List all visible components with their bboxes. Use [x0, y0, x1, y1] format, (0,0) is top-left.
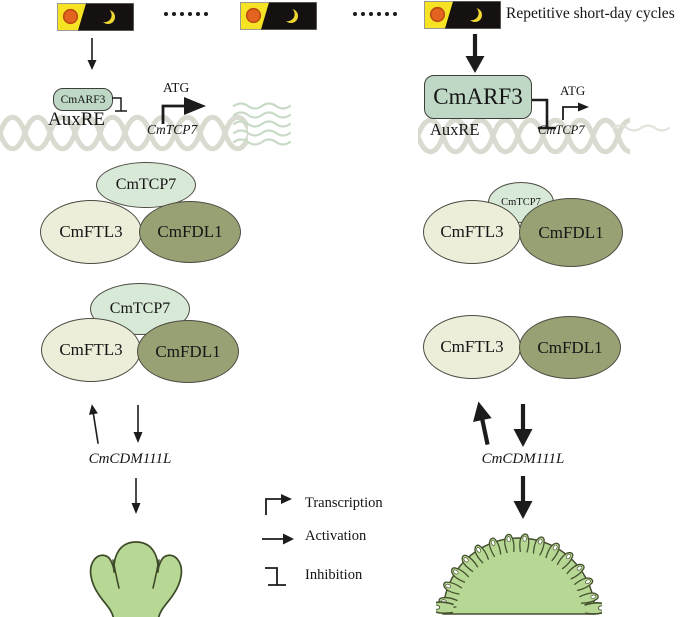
legend-transcription-icon	[265, 494, 292, 515]
day-night-cycle-icon	[57, 3, 134, 31]
cmarf3-chip-label: CmARF3	[60, 93, 106, 106]
cmftl3-protein-label: CmFTL3	[59, 340, 123, 359]
atg-label: ATG	[163, 80, 190, 95]
arrow-down-icon	[87, 38, 97, 70]
auxre-label: AuxRE	[48, 109, 105, 130]
cmftl3-protein-label: CmFTL3	[59, 222, 123, 241]
complex-ellipse-cmftl3: CmFTL3	[423, 200, 521, 264]
transcription-arrow-icon	[161, 97, 206, 124]
cmtcp7-protein-label: CmTCP7	[109, 300, 171, 317]
arrow-up-icon	[88, 404, 99, 444]
cmtcp7-gene-label: CmTCP7	[538, 123, 585, 137]
cmtcp7-protein-label: CmTCP7	[115, 176, 177, 193]
transcription-arrow-icon	[562, 102, 589, 120]
cmfdl1-protein-label: CmFDL1	[538, 222, 604, 242]
legend-inhibition-label: Inhibition	[305, 567, 363, 583]
cmfdl1-protein-label: CmFDL1	[155, 341, 221, 361]
cmarf3-box-label: CmARF3	[433, 84, 523, 109]
complex-ellipse-cmfdl1: CmFDL1	[519, 198, 623, 267]
arrow-down-bold-icon	[465, 34, 485, 73]
day-night-cycle-icon	[424, 1, 501, 29]
arrow-down-icon	[131, 478, 141, 514]
cmtcp7-gene-label: CmTCP7	[147, 122, 198, 137]
legend-activation-icon	[262, 533, 294, 545]
ellipsis-dots-icon	[353, 12, 397, 16]
complex-ellipse-cmfdl1: CmFDL1	[137, 320, 239, 383]
cmfdl1-protein-label: CmFDL1	[157, 222, 223, 241]
inhibition-tbar-icon	[532, 98, 556, 130]
cmftl3-protein-label: CmFTL3	[440, 222, 504, 241]
complex-ellipse-cmfdl1: CmFDL1	[139, 201, 241, 263]
capitulum-illustration	[436, 533, 602, 616]
dna-helix	[0, 114, 248, 152]
cmarf3-box: CmARF3	[424, 75, 532, 119]
complex-ellipse-cmfdl1: CmFDL1	[519, 316, 621, 379]
arrow-up-bold-icon	[473, 401, 492, 445]
complex-ellipse-cmtcp7: CmTCP7	[96, 162, 196, 208]
day-night-cycle-icon	[240, 2, 317, 30]
floral-bud-illustration	[89, 541, 183, 617]
cmtcp7-protein-label: CmTCP7	[501, 197, 541, 208]
mrna-waves-icon	[233, 102, 292, 146]
target-gene-label: CmCDM111L	[88, 451, 172, 467]
arrow-down-icon	[133, 405, 143, 443]
cmftl3-protein-label: CmFTL3	[440, 337, 504, 356]
arrow-down-bold-icon	[513, 404, 533, 447]
complex-ellipse-cmftl3: CmFTL3	[41, 318, 141, 382]
legend-inhibition-icon	[265, 567, 286, 586]
complex-ellipse-cmftl3: CmFTL3	[40, 200, 142, 264]
arrow-down-bold-icon	[513, 476, 533, 519]
atg-label: ATG	[560, 83, 586, 98]
legend-transcription-label: Transcription	[305, 495, 383, 511]
caption: Repetitive short-day cycles	[506, 5, 675, 22]
legend-activation-label: Activation	[305, 528, 367, 544]
target-gene-label: CmCDM111L	[481, 451, 565, 467]
cmarf3-chip: CmARF3	[53, 88, 113, 111]
mrna-wave-icon	[612, 124, 671, 132]
ellipsis-dots-icon	[164, 12, 208, 16]
auxre-label: AuxRE	[430, 120, 480, 139]
inhibition-tbar-icon	[112, 97, 127, 112]
complex-ellipse-cmftl3: CmFTL3	[423, 315, 521, 379]
cmfdl1-protein-label: CmFDL1	[537, 337, 603, 357]
